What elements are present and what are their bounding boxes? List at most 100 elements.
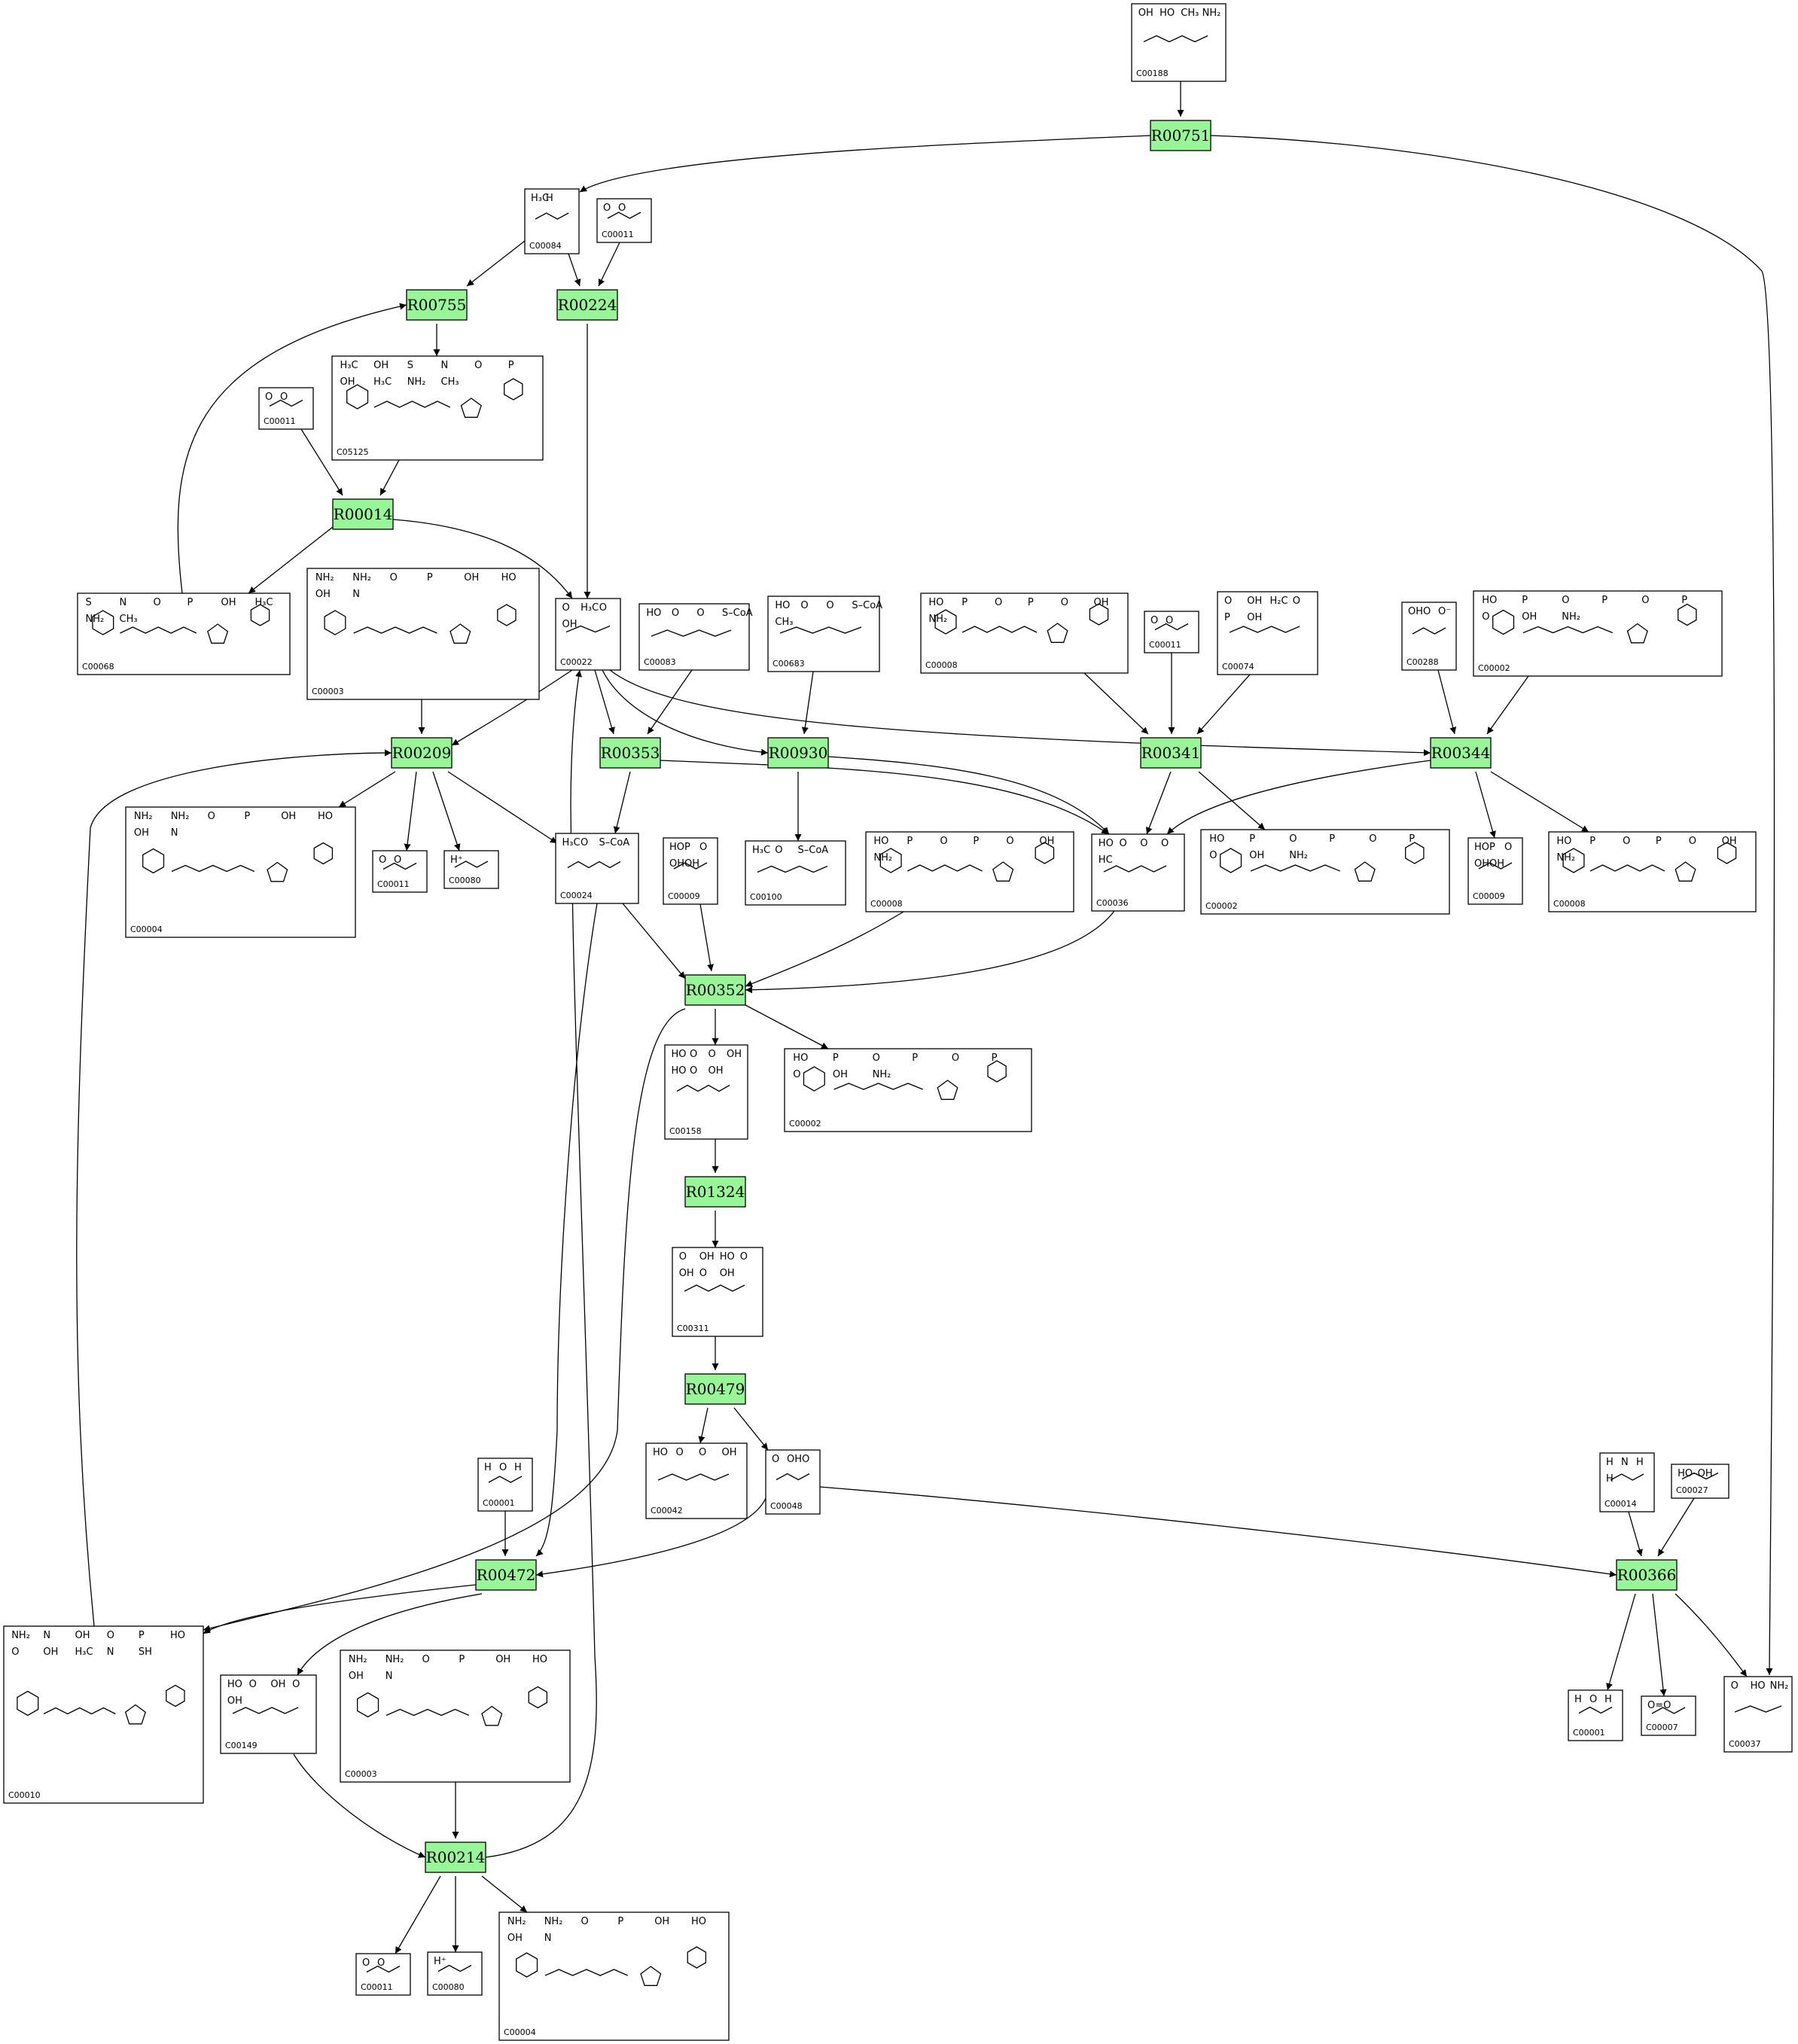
edge-layer	[76, 81, 1775, 1954]
chem-atom-label: P	[459, 1654, 465, 1665]
chem-atom-label: P	[139, 1630, 145, 1641]
ring-bond	[937, 1080, 958, 1100]
chem-atom-label: O	[699, 1447, 706, 1458]
chem-atom-label: O	[1161, 838, 1169, 849]
chem-atom-label: O	[390, 572, 398, 583]
edge-arrow	[827, 756, 1110, 835]
chem-atom-label: O	[377, 1957, 385, 1969]
chem-atom-label: NH₂	[171, 811, 190, 822]
chem-atom-label: O	[940, 836, 947, 847]
reaction-node[interactable]: R00755	[406, 289, 468, 321]
reaction-node[interactable]: R00479	[684, 1373, 746, 1405]
reaction-label: R00214	[426, 1848, 486, 1866]
chem-atom-label: O	[1504, 842, 1512, 853]
reaction-node[interactable]: R00352	[684, 974, 746, 1006]
reaction-node[interactable]: R00344	[1430, 737, 1492, 769]
ring-bond	[640, 1966, 662, 1986]
reaction-box	[1616, 1559, 1678, 1591]
reaction-node[interactable]: R00014	[332, 498, 394, 530]
edge-arrow	[392, 519, 573, 599]
compound-label: C00048	[770, 1501, 803, 1511]
compound-box	[1723, 1676, 1793, 1753]
chem-atom-label: P	[1601, 595, 1608, 606]
compound-box	[1599, 1452, 1655, 1512]
reaction-node[interactable]: R00224	[556, 289, 618, 321]
chem-atom-label: O	[1140, 838, 1147, 849]
chem-atom-label: O	[581, 1916, 589, 1927]
compound-box	[77, 592, 291, 675]
chem-atom-label: O	[1689, 836, 1696, 847]
chem-atom-label: O	[362, 1957, 370, 1969]
reaction-node[interactable]: R00209	[391, 737, 453, 769]
reaction-node[interactable]: R00366	[1616, 1559, 1678, 1591]
chem-atom-label: OH	[281, 811, 296, 822]
reaction-node[interactable]: R00341	[1140, 737, 1202, 769]
edge-arrow	[647, 669, 693, 735]
chain-bond	[779, 626, 862, 634]
compound-box	[784, 1048, 1032, 1132]
compound-box	[767, 596, 880, 672]
edge-arrow	[594, 669, 615, 735]
edge-arrow	[300, 428, 343, 496]
chem-atom-label: HO	[775, 600, 790, 611]
reaction-node[interactable]: R01324	[684, 1176, 746, 1208]
chem-atom-label: O	[740, 1251, 748, 1263]
chem-atom-label: HO	[672, 1065, 687, 1077]
compound-label: C00068	[82, 662, 114, 672]
reaction-node[interactable]: R00214	[425, 1841, 486, 1873]
chem-atom-label: OH	[1408, 606, 1423, 617]
reaction-node[interactable]: R00751	[1150, 120, 1211, 151]
edge-arrow	[699, 903, 714, 972]
chem-atom-label: HO	[1482, 595, 1497, 606]
reaction-node[interactable]: R00930	[767, 737, 829, 769]
reaction-node[interactable]: R00353	[599, 737, 661, 769]
chem-atom-label: OH	[1722, 836, 1737, 847]
reaction-node[interactable]: R00472	[475, 1559, 537, 1591]
chem-atom-label: OH	[1522, 611, 1537, 623]
edge-arrow	[1196, 674, 1251, 735]
